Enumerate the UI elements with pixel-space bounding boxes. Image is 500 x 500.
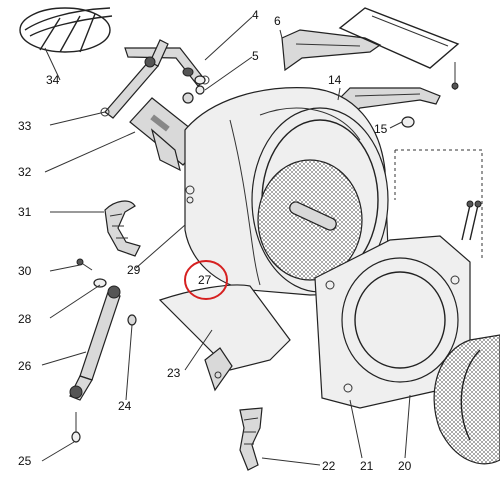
label-20: 20: [398, 459, 412, 473]
bolt-part-4: [182, 67, 206, 104]
label-29: 29: [127, 263, 141, 277]
hose-part-31: [104, 200, 141, 257]
shock-absorber-part: [69, 285, 121, 401]
door-seal-part: [433, 334, 500, 465]
label-21: 21: [360, 459, 374, 473]
drum-spider-part: [19, 7, 113, 53]
label-5: 5: [252, 49, 259, 63]
label-23: 23: [167, 366, 181, 380]
label-34: 34: [46, 73, 60, 87]
leader-lines: [41, 16, 411, 466]
label-15: 15: [374, 122, 388, 136]
drum-tub-part: [184, 87, 389, 296]
washer-part-28: [93, 278, 107, 288]
panel-part-6: [281, 29, 382, 72]
label-32: 32: [18, 165, 32, 179]
label-24: 24: [118, 399, 132, 413]
trough-part-23: [158, 284, 291, 392]
label-27-highlighted: 27: [198, 273, 212, 287]
label-28: 28: [18, 312, 32, 326]
label-22: 22: [322, 459, 336, 473]
label-14: 14: [328, 73, 342, 87]
label-33: 33: [18, 119, 32, 133]
cap-part-24: [127, 314, 137, 326]
reference-lines: [394, 149, 483, 260]
washer-part-5: [195, 85, 205, 95]
label-31: 31: [18, 205, 32, 219]
front-panel-part: [314, 235, 471, 409]
label-26: 26: [18, 359, 32, 373]
screw-part-30: [76, 258, 93, 271]
label-4: 4: [252, 8, 259, 22]
screw-part-15: [401, 62, 459, 128]
label-25: 25: [18, 454, 32, 468]
highlight-circle: [184, 260, 228, 300]
label-6: 6: [274, 14, 281, 28]
panel-strip-part: [338, 7, 460, 69]
fitting-part-22: [239, 407, 263, 471]
cap-part-25: [71, 412, 81, 443]
screws-part: [461, 200, 482, 241]
label-30: 30: [18, 264, 32, 278]
